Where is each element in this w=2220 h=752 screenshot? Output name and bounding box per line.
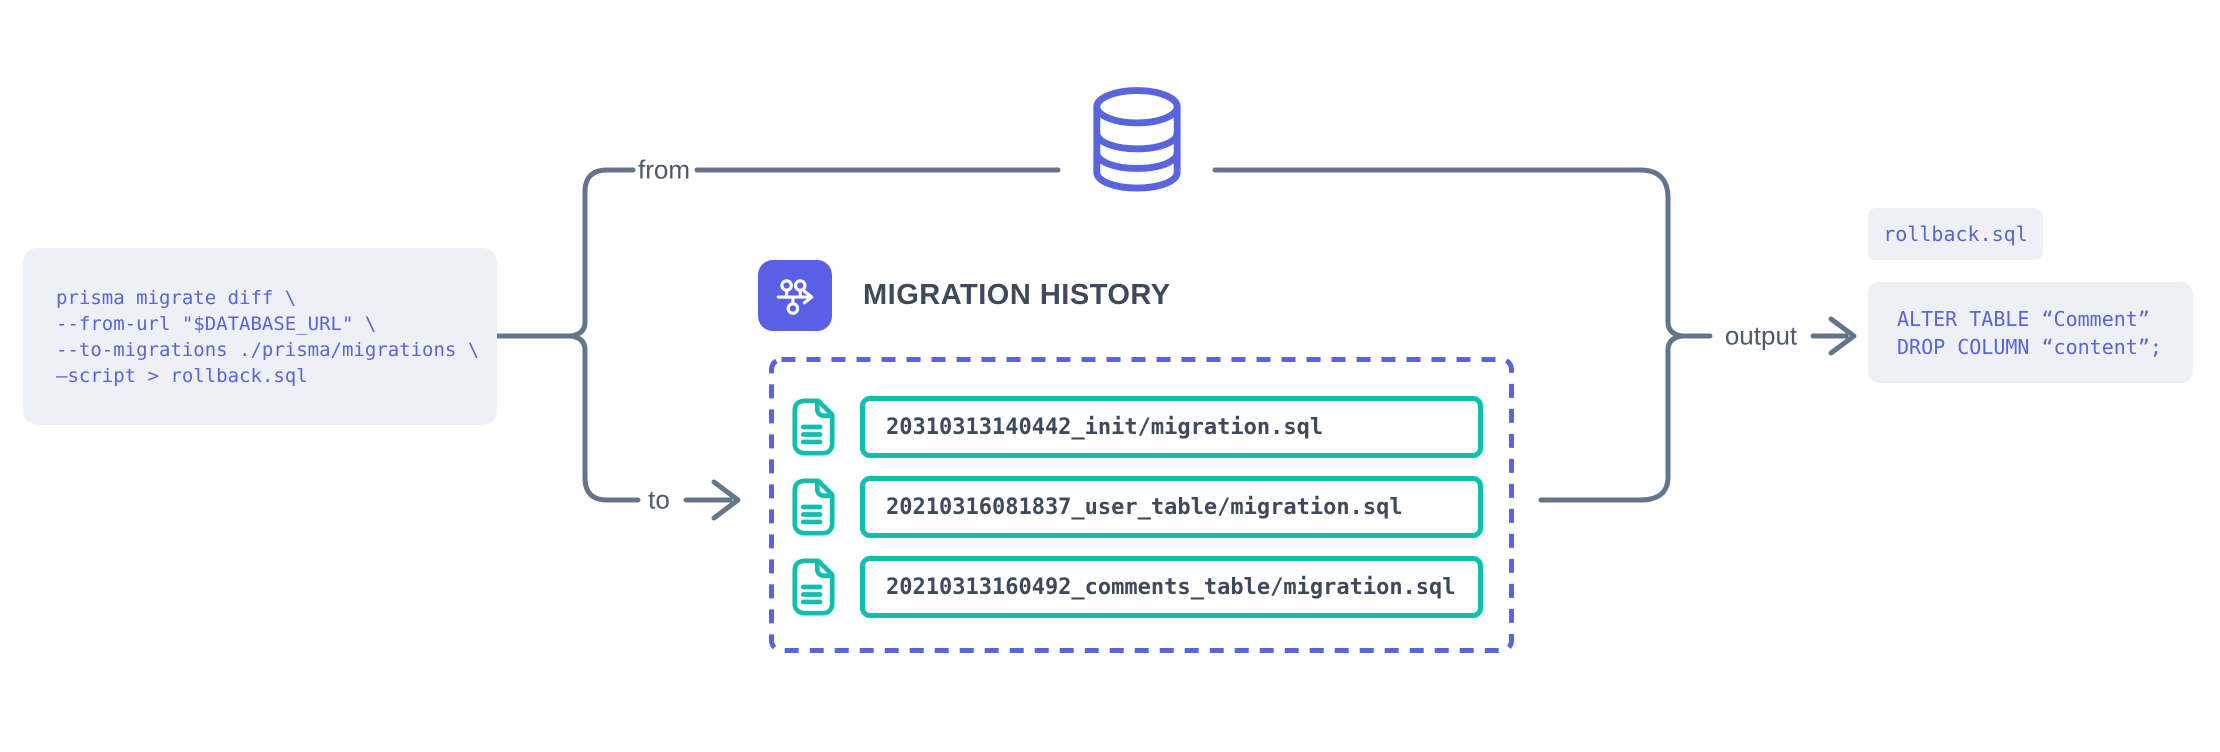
sql-document-icon: [792, 478, 835, 536]
output-label: output: [1724, 320, 1798, 351]
migration-history-badge: [758, 260, 832, 331]
migration-history-title: MIGRATION HISTORY: [863, 279, 1171, 311]
command-line: --to-migrations ./prisma/migrations \: [56, 338, 480, 361]
command-code-block: prisma migrate diff \ --from-url "$DATAB…: [23, 248, 497, 425]
migration-file-row: 20210316081837_user_table/migration.sql: [860, 476, 1483, 538]
output-arrow: [1810, 316, 1857, 356]
command-line: --from-url "$DATABASE_URL" \: [56, 312, 377, 335]
to-label: to: [648, 484, 670, 515]
migration-file-row: 20310313140442_init/migration.sql: [860, 396, 1483, 458]
from-label: from: [638, 154, 690, 185]
command-line: —script > rollback.sql: [56, 364, 308, 387]
migration-file-row: 20210313160492_comments_table/migration.…: [860, 556, 1483, 618]
git-timeline-icon: [776, 278, 814, 315]
migration-history-dashed-border: [769, 357, 1514, 653]
migration-file-name: 20210316081837_user_table/migration.sql: [886, 494, 1403, 520]
rollback-file-chip: rollback.sql: [1868, 208, 2043, 260]
command-line: prisma migrate diff \: [56, 286, 297, 309]
sql-document-icon: [792, 398, 835, 456]
sql-document-icon: [792, 558, 835, 616]
migration-file-name: 20210313160492_comments_table/migration.…: [886, 574, 1456, 600]
left-brace: [568, 167, 641, 503]
database-icon: [1093, 87, 1181, 192]
to-arrow: [683, 479, 741, 521]
sql-line: DROP COLUMN “content”;: [1897, 334, 2162, 359]
output-sql-block: ALTER TABLE “Comment” DROP COLUMN “conte…: [1868, 282, 2193, 383]
migration-file-name: 20310313140442_init/migration.sql: [886, 414, 1324, 440]
sql-line: ALTER TABLE “Comment”: [1897, 306, 2150, 331]
